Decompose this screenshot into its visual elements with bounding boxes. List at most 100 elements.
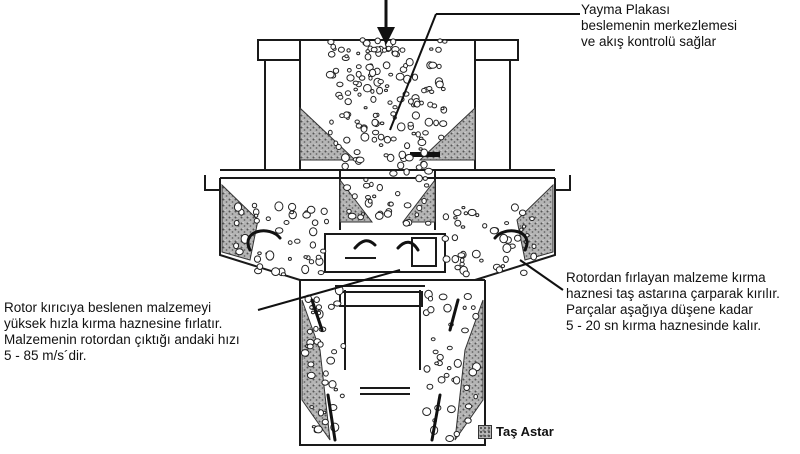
- particle: [441, 235, 449, 242]
- particle: [360, 125, 368, 133]
- particle: [464, 417, 472, 424]
- particle: [453, 216, 458, 220]
- particle: [404, 142, 411, 150]
- particle: [421, 197, 427, 205]
- particle: [308, 259, 315, 265]
- particle: [415, 174, 423, 183]
- particle: [344, 98, 352, 106]
- particle: [453, 430, 460, 438]
- particle: [341, 153, 350, 163]
- particle: [301, 264, 310, 275]
- particle: [280, 272, 286, 277]
- particle: [414, 212, 420, 218]
- stone-lining: [221, 106, 554, 441]
- particle: [463, 293, 472, 300]
- particle: [379, 121, 385, 126]
- particle: [424, 167, 434, 175]
- stone-lining-swatch: [478, 424, 492, 439]
- particle: [351, 193, 358, 200]
- particle: [251, 202, 258, 209]
- leader-lines: [257, 13, 580, 311]
- particle: [427, 306, 435, 314]
- rotor-label: Rotor kırıcıya beslenen malzemeyi yüksek…: [4, 300, 240, 364]
- particle: [429, 47, 434, 51]
- particle: [353, 87, 359, 92]
- material-flow-arrows: [246, 0, 529, 442]
- particle: [324, 218, 329, 225]
- particle: [518, 209, 527, 217]
- particle: [265, 216, 271, 221]
- particle: [395, 72, 405, 81]
- particle: [422, 407, 432, 417]
- particle: [392, 105, 398, 110]
- particle: [424, 117, 434, 127]
- particle: [427, 295, 434, 302]
- particle: [426, 383, 434, 390]
- particle: [311, 219, 319, 226]
- particle: [309, 241, 317, 249]
- particle: [294, 238, 301, 244]
- particle: [500, 264, 506, 269]
- particle: [390, 38, 397, 46]
- particle: [355, 156, 365, 164]
- particle: [464, 403, 473, 410]
- particle: [365, 49, 371, 54]
- particle: [423, 365, 431, 373]
- particle: [416, 204, 423, 212]
- particle: [320, 248, 327, 254]
- particle: [461, 206, 466, 210]
- particle: [317, 270, 325, 276]
- particle: [411, 111, 420, 120]
- particle: [364, 53, 372, 61]
- feed-plate-label: Yayma Plakası beslemenin merkezlemesi ve…: [581, 2, 737, 50]
- particle: [370, 89, 375, 94]
- crusher-housing: [204, 39, 571, 446]
- particle: [309, 227, 318, 237]
- particle: [471, 249, 481, 259]
- particle: [531, 243, 537, 250]
- particle: [302, 211, 311, 219]
- particle: [390, 136, 397, 142]
- particle: [283, 220, 290, 225]
- particle: [388, 201, 394, 207]
- particle: [287, 256, 292, 261]
- particle: [274, 201, 284, 212]
- particle: [346, 68, 352, 73]
- chamber-label-line-4: 5 - 20 sn kırma haznesinde kalır.: [566, 318, 762, 333]
- feed-plate-label-line-1: Yayma Plakası: [581, 2, 671, 17]
- particle: [343, 136, 351, 144]
- particle: [344, 54, 349, 59]
- legend: Taş Astar: [478, 424, 554, 439]
- particle: [321, 418, 329, 426]
- particle: [462, 305, 467, 310]
- particle: [385, 45, 392, 52]
- particle: [374, 37, 381, 45]
- particle: [340, 343, 347, 349]
- particle: [440, 86, 446, 92]
- particle: [473, 393, 479, 400]
- particle: [353, 149, 361, 156]
- particle: [439, 120, 448, 127]
- rotor-label-line-4: 5 - 85 m/s´dir.: [4, 348, 87, 363]
- particle: [233, 219, 240, 227]
- particle: [323, 370, 329, 377]
- particle: [356, 51, 361, 56]
- particle: [411, 131, 417, 136]
- particle: [321, 379, 329, 386]
- legend-label: Taş Astar: [496, 424, 554, 439]
- particle: [307, 361, 315, 368]
- particle: [434, 361, 440, 366]
- rotor-label-line-2: yüksek hızla kırma haznesine fırlatır.: [4, 316, 223, 331]
- rotor-label-line-3: Malzemenin rotordan çıktığı andaki hızı: [4, 332, 240, 347]
- particle: [343, 184, 352, 192]
- particle: [377, 133, 385, 141]
- particle: [354, 119, 360, 124]
- feed-plate-label-line-3: ve akış kontrolü sağlar: [581, 34, 717, 49]
- particle: [495, 266, 503, 274]
- particle: [253, 217, 260, 224]
- particle: [303, 255, 308, 259]
- particle: [360, 132, 370, 142]
- particle: [233, 202, 243, 212]
- particle: [383, 135, 392, 144]
